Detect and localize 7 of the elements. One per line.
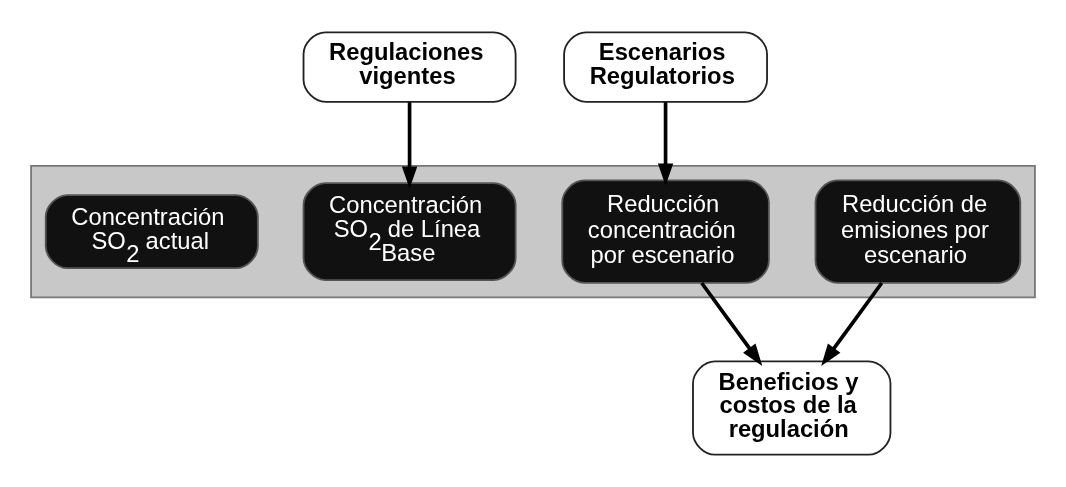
- node-box: Beneficios y costos de la regulación: [692, 360, 892, 456]
- node-box: Regulaciones vigentes: [302, 31, 517, 103]
- arrow: [657, 102, 674, 186]
- node-box: Reducción concentración por escenario: [561, 179, 770, 284]
- arrow: [401, 102, 418, 189]
- node-box: Reducción de emisiones por escenario: [814, 179, 1022, 284]
- node-box: Escenarios Regulatorios: [563, 31, 768, 103]
